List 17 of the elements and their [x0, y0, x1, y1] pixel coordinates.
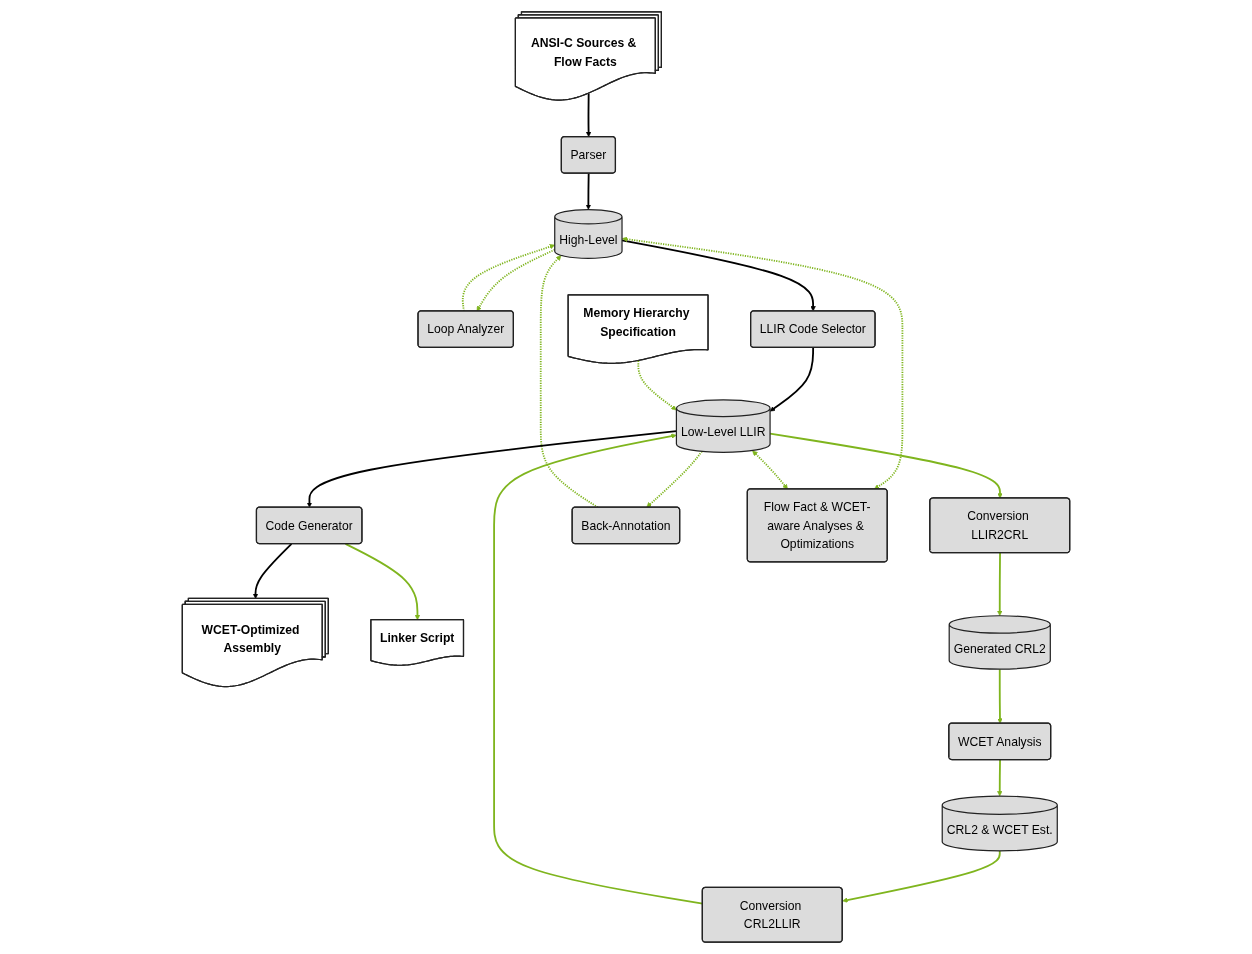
arrow: [585, 92, 592, 138]
arrow: [997, 668, 1003, 724]
arrow: [769, 432, 1003, 499]
arrow: [306, 430, 678, 508]
arrow: [769, 346, 815, 412]
arrow: [621, 239, 816, 312]
arrow: [493, 433, 704, 905]
arrow: [646, 450, 703, 508]
arrow: [585, 172, 592, 210]
arrow: [252, 543, 293, 599]
arrow: [622, 236, 904, 490]
arrow: [997, 552, 1003, 616]
arrow: [539, 255, 599, 509]
arrow: [476, 248, 556, 312]
arrow: [997, 758, 1003, 797]
arrow: [752, 450, 788, 490]
arrow: [842, 849, 1001, 903]
